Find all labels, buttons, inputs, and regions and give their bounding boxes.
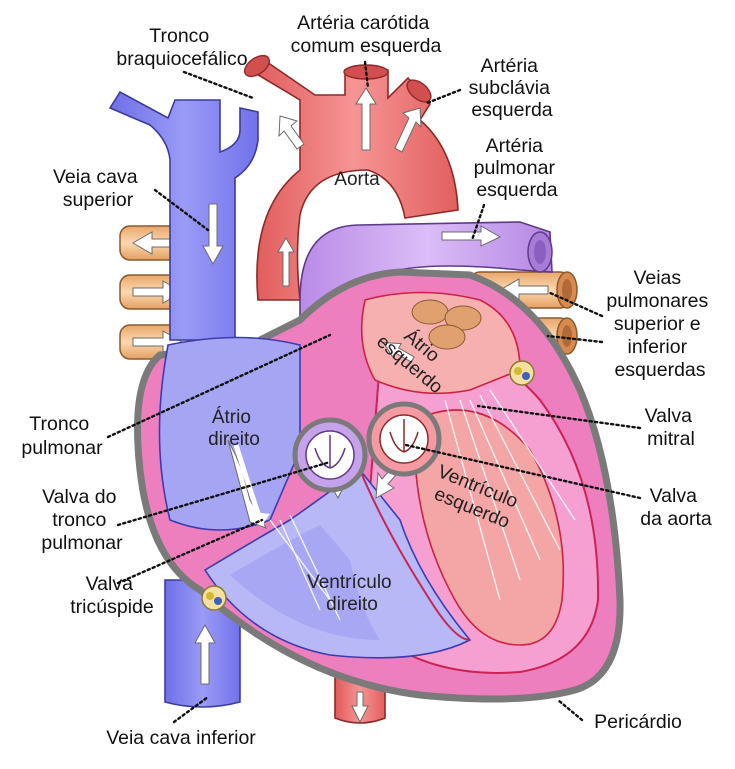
label-line: mitral bbox=[647, 428, 695, 450]
label-line: subclávia bbox=[469, 77, 550, 99]
label-line: braquiocefálico bbox=[116, 48, 247, 70]
label-ventriculo-direito: Ventrículo direito bbox=[307, 572, 397, 615]
label-line: inferior bbox=[627, 336, 687, 358]
label-arteria-pulmonar: Artéria pulmonar esquerda bbox=[474, 135, 561, 201]
label-line: esquerdas bbox=[614, 359, 705, 381]
label-line: pulmonar bbox=[21, 437, 103, 459]
label-veias-pulmonares: Veias pulmonares superior e inferior esq… bbox=[606, 267, 713, 381]
label-pericardio: Pericárdio bbox=[594, 711, 682, 733]
label-line: esquerda bbox=[476, 179, 557, 201]
label-veia-cava-inferior: Veia cava inferior bbox=[106, 727, 256, 749]
label-tronco-braquiocefalico: Tronco braquiocefálico bbox=[116, 25, 247, 70]
label-line: Valva bbox=[650, 485, 697, 507]
label-line: Tronco bbox=[29, 413, 89, 435]
label-line: Valva do bbox=[42, 486, 117, 508]
label-valva-tronco-pulmonar: Valva do tronco pulmonar bbox=[41, 486, 123, 554]
label-veia-cava-superior: Veia cava superior bbox=[53, 166, 143, 211]
label-line: Veias bbox=[633, 267, 681, 289]
label-line: Artéria bbox=[481, 55, 539, 77]
label-line: Artéria bbox=[486, 135, 544, 157]
label-line: Ventrículo bbox=[307, 572, 392, 593]
pulmonary-valve bbox=[292, 417, 368, 493]
label-line: esquerda bbox=[471, 99, 552, 121]
label-line: pulmonares bbox=[606, 290, 708, 312]
label-valva-tricuspide: Valva tricúspide bbox=[70, 573, 153, 618]
label-line: Átrio bbox=[212, 407, 251, 428]
label-line: pulmonar bbox=[474, 157, 556, 179]
label-valva-mitral: Valva mitral bbox=[645, 405, 698, 450]
label-line: da aorta bbox=[640, 508, 712, 530]
label-line: tricúspide bbox=[70, 596, 153, 618]
superior-vena-cava bbox=[108, 90, 259, 341]
label-line: Valva bbox=[645, 405, 692, 427]
label-line: superior e bbox=[614, 313, 701, 335]
label-tronco-pulmonar: Tronco pulmonar bbox=[21, 413, 103, 459]
aorta bbox=[243, 54, 459, 301]
label-line: comum esquerda bbox=[291, 35, 442, 57]
label-line: direito bbox=[326, 594, 378, 615]
label-line: superior bbox=[63, 189, 134, 211]
label-line: Valva bbox=[86, 573, 133, 595]
label-line: tronco bbox=[52, 509, 106, 531]
label-line: Tronco bbox=[149, 25, 209, 47]
label-line: pulmonar bbox=[41, 532, 123, 554]
label-line: Veia cava bbox=[53, 166, 138, 188]
label-aorta: Aorta bbox=[334, 169, 380, 190]
label-valva-aorta: Valva da aorta bbox=[640, 485, 712, 530]
label-line: Artéria carótida bbox=[297, 12, 429, 34]
leader-lines bbox=[106, 60, 642, 724]
label-atrio-direito: Átrio direito bbox=[208, 407, 260, 450]
label-line: direito bbox=[208, 429, 260, 450]
label-subclavia: Artéria subclávia esquerda bbox=[469, 55, 556, 121]
label-carotida: Artéria carótida comum esquerda bbox=[291, 12, 442, 57]
aortic-valve bbox=[366, 401, 442, 477]
